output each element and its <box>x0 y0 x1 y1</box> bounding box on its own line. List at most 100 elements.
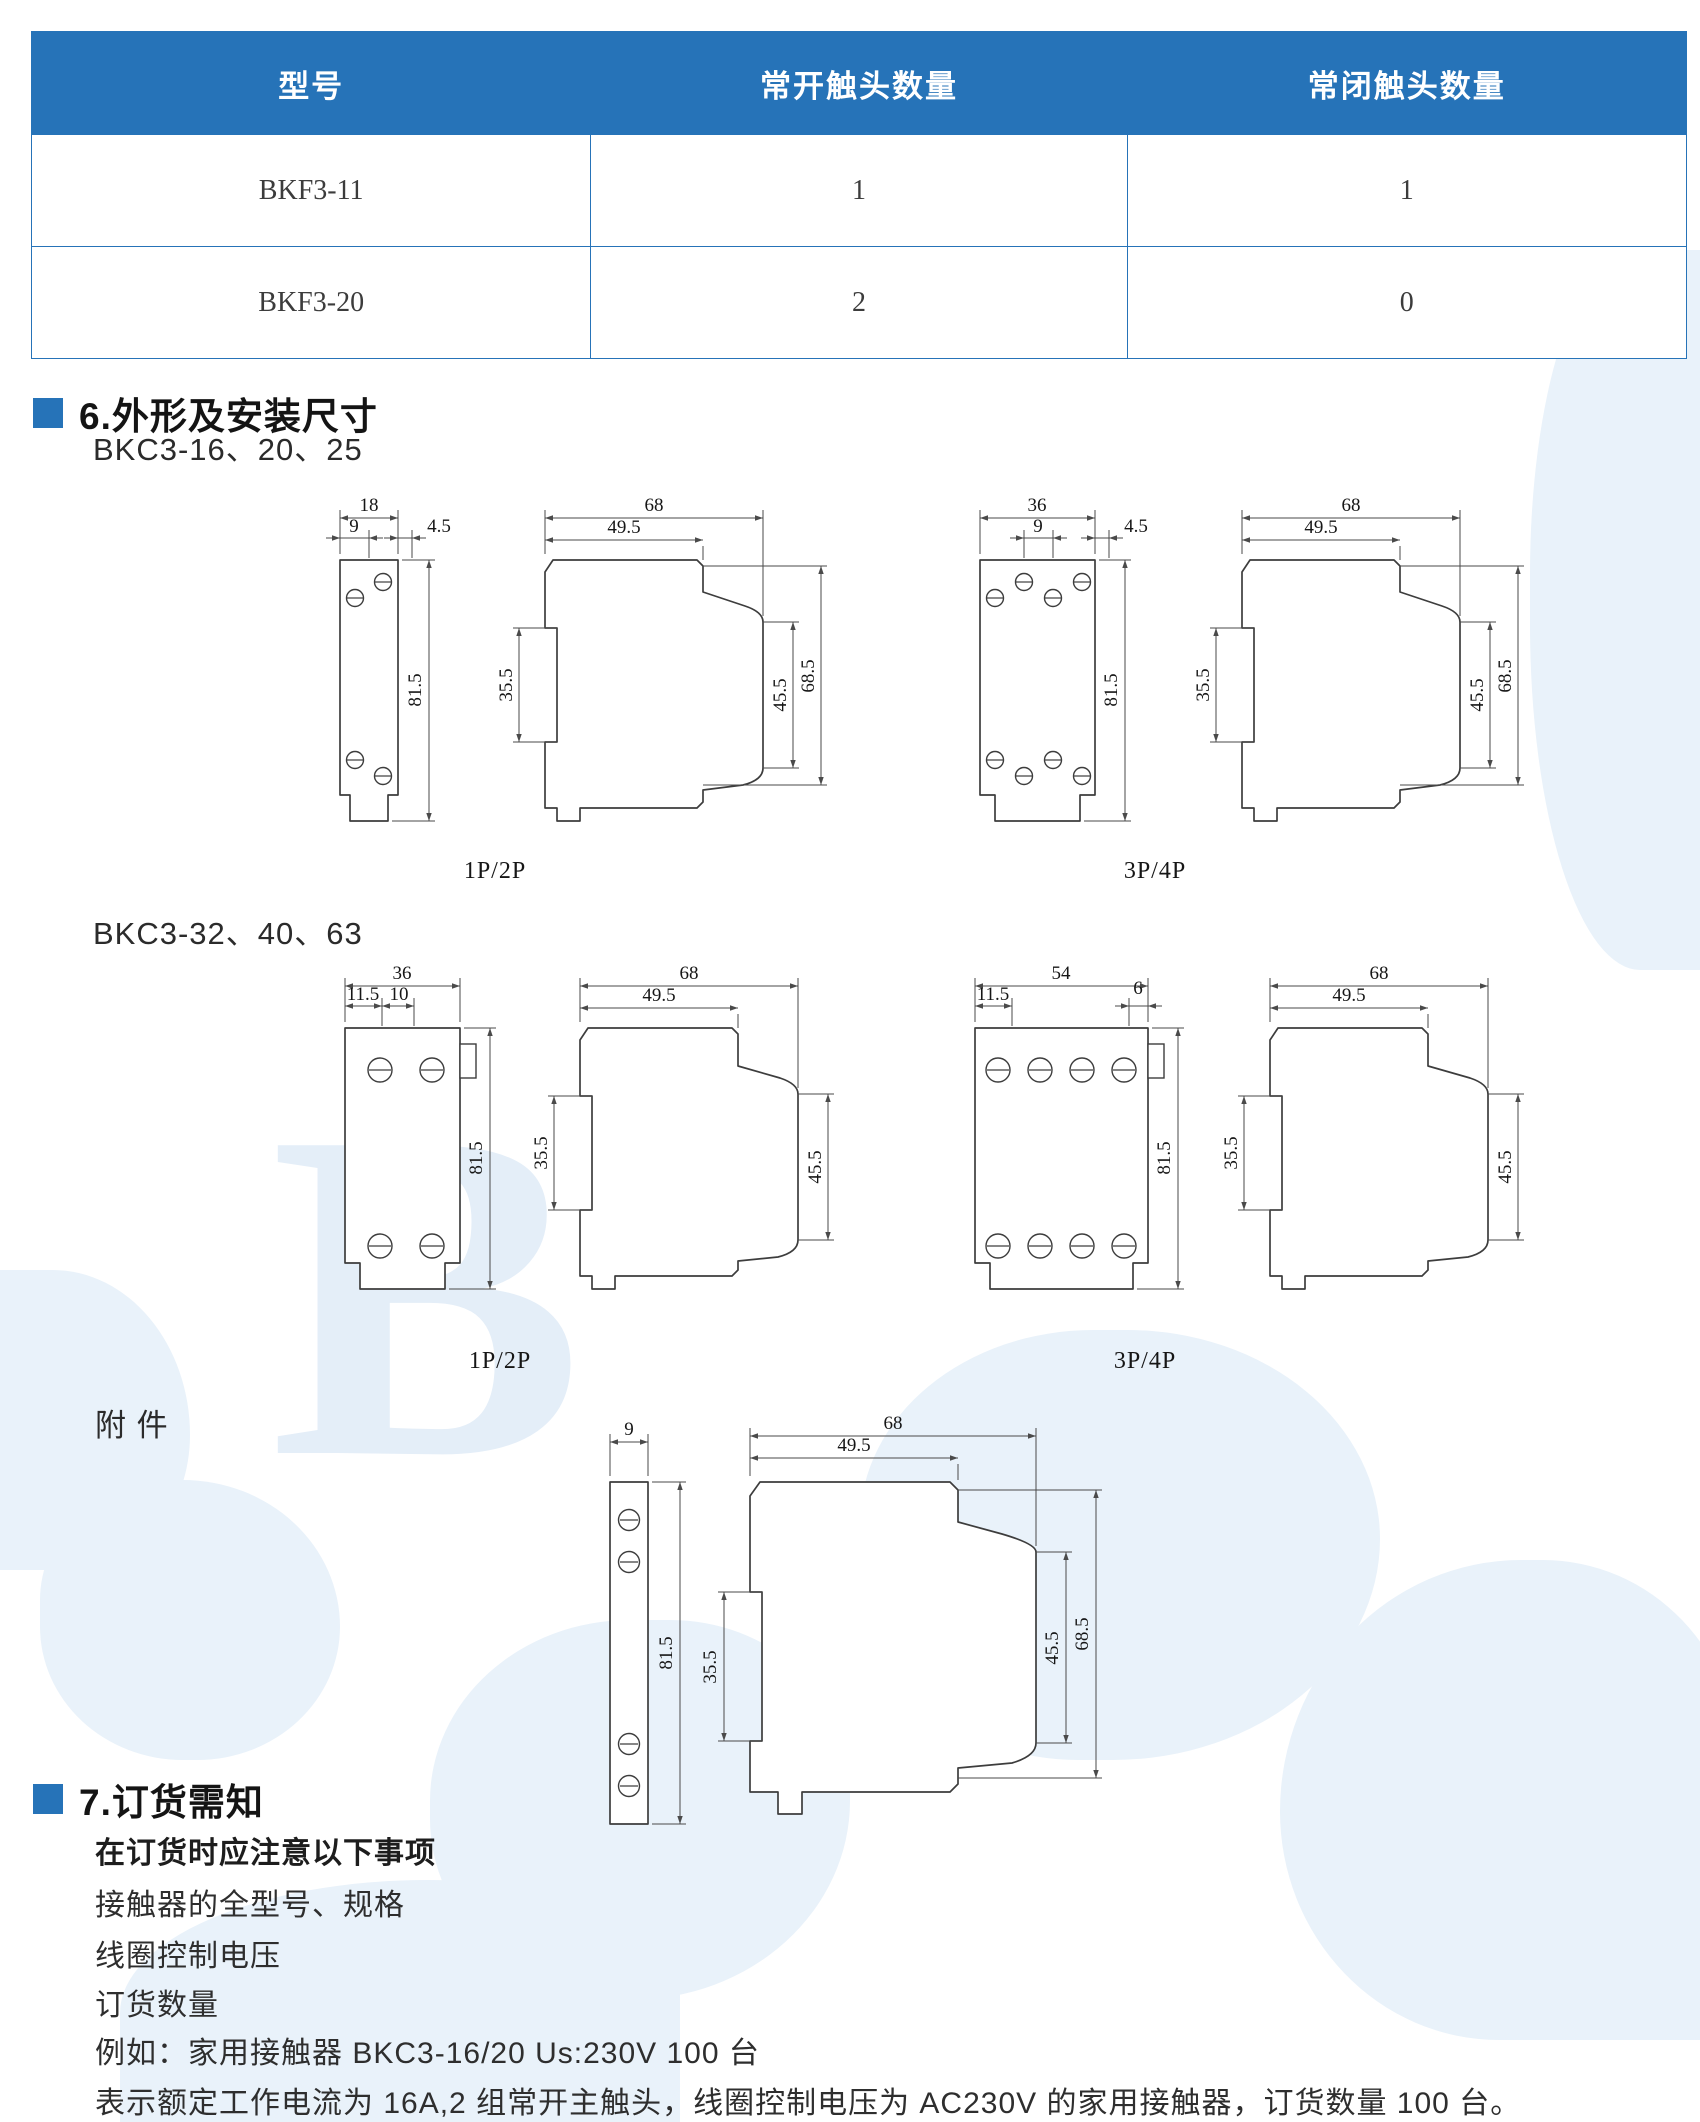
dim-label: 68 <box>645 495 664 516</box>
dim-label: 10 <box>390 984 409 1005</box>
dim-label: 54 <box>1052 963 1072 984</box>
drawing-g1-1p2p: 18 9 4.5 81.5 68 49.5 35.5 45.5 68.5 1P/… <box>326 495 827 884</box>
dim-label: 36 <box>393 963 412 984</box>
dim-depth <box>545 515 763 521</box>
dim-label: 11.5 <box>347 984 380 1005</box>
terminal-screw-icon <box>985 1057 1137 1259</box>
dim-label: 18 <box>360 495 379 516</box>
map-watermark <box>1280 1560 1700 2040</box>
dim-label: 49.5 <box>607 517 640 538</box>
side-view: 68 49.5 35.5 45.5 68.5 <box>496 495 827 822</box>
dim-label: 68 <box>680 963 699 984</box>
front-view: 36 9 4.5 81.5 <box>979 495 1148 822</box>
cell-no-count: 2 <box>590 246 1128 359</box>
dim-height <box>1175 1028 1181 1289</box>
cell-no-count: 1 <box>590 134 1128 247</box>
map-watermark <box>120 1880 680 2122</box>
cell-nc-count: 0 <box>1126 246 1688 359</box>
table-row: BKF3-20 2 0 <box>30 246 1688 359</box>
dim-body-depth <box>580 1005 738 1011</box>
dim-label: 35.5 <box>1193 668 1214 701</box>
dim-label: 81.5 <box>1101 673 1122 706</box>
dim-label: 49.5 <box>837 1435 870 1456</box>
cell-model: BKF3-11 <box>30 134 592 247</box>
dim-pitch <box>975 1003 1012 1009</box>
dim-rail-section <box>516 628 522 742</box>
dim-overall-height <box>1093 1490 1099 1778</box>
dim-label: 45.5 <box>1495 1150 1516 1183</box>
dim-label: 45.5 <box>1467 678 1488 711</box>
dim-label: 9 <box>349 516 359 537</box>
front-view: 18 9 4.5 81.5 <box>326 495 451 822</box>
order-item: 接触器的全型号、规格 <box>95 1889 405 1922</box>
dim-rail-section <box>551 1096 557 1210</box>
dim-offset <box>1081 535 1123 541</box>
dim-rail-section <box>1213 628 1219 742</box>
dim-label: 45.5 <box>1042 1631 1063 1664</box>
cell-nc-count: 1 <box>1126 134 1688 247</box>
map-watermark <box>40 1480 340 1760</box>
front-view: 9 81.5 <box>609 1419 686 1825</box>
dim-width <box>975 983 1148 989</box>
order-intro: 在订货时应注意以下事项 <box>95 1837 436 1870</box>
terminal-screw-icon <box>617 1508 641 1798</box>
dim-body-depth <box>1270 1005 1428 1011</box>
order-example: 例如：家用接触器 BKC3-16/20 Us:230V 100 台 <box>95 2037 760 2070</box>
dim-front-height <box>825 1094 831 1240</box>
dim-width <box>610 1439 648 1445</box>
dim-pitch <box>345 1003 382 1009</box>
dim-height <box>677 1482 683 1824</box>
side-view: 68 49.5 35.5 45.5 <box>1221 963 1524 1290</box>
accessory-label: 附 件 <box>95 1408 169 1443</box>
drawing-g2-1p2p: 36 11.5 10 81.5 68 49.5 35.5 45.5 1P/2P <box>344 963 834 1374</box>
terminal-screw-icon <box>985 572 1092 786</box>
drawing-g2-3p4p: 54 11.5 6 81.5 68 49.5 35.5 45.5 3P/4P <box>974 963 1524 1374</box>
cell-model: BKF3-20 <box>30 246 592 359</box>
dim-label: 35.5 <box>531 1136 552 1169</box>
drawing-caption: 1P/2P <box>469 1348 531 1374</box>
section-title: 7.订货需知 <box>79 1782 264 1823</box>
dim-label: 68.5 <box>1495 659 1516 692</box>
drawing-g1-3p4p: 36 9 4.5 81.5 68 49.5 35.5 45.5 68.5 3P/… <box>979 495 1524 884</box>
dim-label: 6 <box>1133 978 1143 999</box>
dim-height <box>487 1028 493 1289</box>
dim-label: 81.5 <box>656 1636 677 1669</box>
side-view: 68 49.5 35.5 45.5 68.5 <box>700 1413 1102 1815</box>
group2-label: BKC3-32、40、63 <box>93 916 363 951</box>
section-title: 6.外形及安装尺寸 <box>79 396 378 437</box>
dim-width <box>345 983 460 989</box>
dim-overall-height <box>1515 566 1521 785</box>
dim-label: 49.5 <box>642 985 675 1006</box>
drawing-caption: 1P/2P <box>464 858 526 884</box>
dim-label: 68 <box>1370 963 1389 984</box>
dim-body-depth <box>750 1455 958 1461</box>
dim-label: 49.5 <box>1332 985 1365 1006</box>
col-header-no-contacts: 常开触头数量 <box>590 31 1128 135</box>
dim-depth <box>580 983 798 989</box>
terminal-screw-icon <box>345 572 393 786</box>
dim-label: 45.5 <box>805 1150 826 1183</box>
dim-pitch <box>1010 535 1067 541</box>
dim-label: 45.5 <box>770 678 791 711</box>
dim-rail-section <box>1241 1096 1247 1210</box>
dim-width <box>980 515 1095 521</box>
drawing-accessory: 9 81.5 68 49.5 35.5 45.5 68.5 <box>609 1413 1102 1825</box>
dim-front-height <box>1063 1552 1069 1743</box>
section-bullet-icon <box>33 398 63 428</box>
contact-config-table: 型号 常开触头数量 常闭触头数量 BKF3-11 1 1 BKF3-20 2 0 <box>30 31 1688 359</box>
side-view: 68 49.5 35.5 45.5 <box>531 963 834 1290</box>
table-header-row: 型号 常开触头数量 常闭触头数量 <box>30 31 1688 135</box>
dim-label: 9 <box>1033 516 1043 537</box>
dim-label: 11.5 <box>977 984 1010 1005</box>
dim-label: 4.5 <box>1124 516 1148 537</box>
dim-body-depth <box>545 537 703 543</box>
dim-label: 68.5 <box>1072 1617 1093 1650</box>
section-bullet-icon <box>33 1784 63 1814</box>
drawing-caption: 3P/4P <box>1124 858 1186 884</box>
order-item: 订货数量 <box>95 1989 219 2022</box>
col-header-model: 型号 <box>30 31 592 135</box>
dim-label: 9 <box>624 1419 634 1440</box>
side-tab <box>1147 1043 1165 1079</box>
dim-offset <box>382 1003 414 1009</box>
